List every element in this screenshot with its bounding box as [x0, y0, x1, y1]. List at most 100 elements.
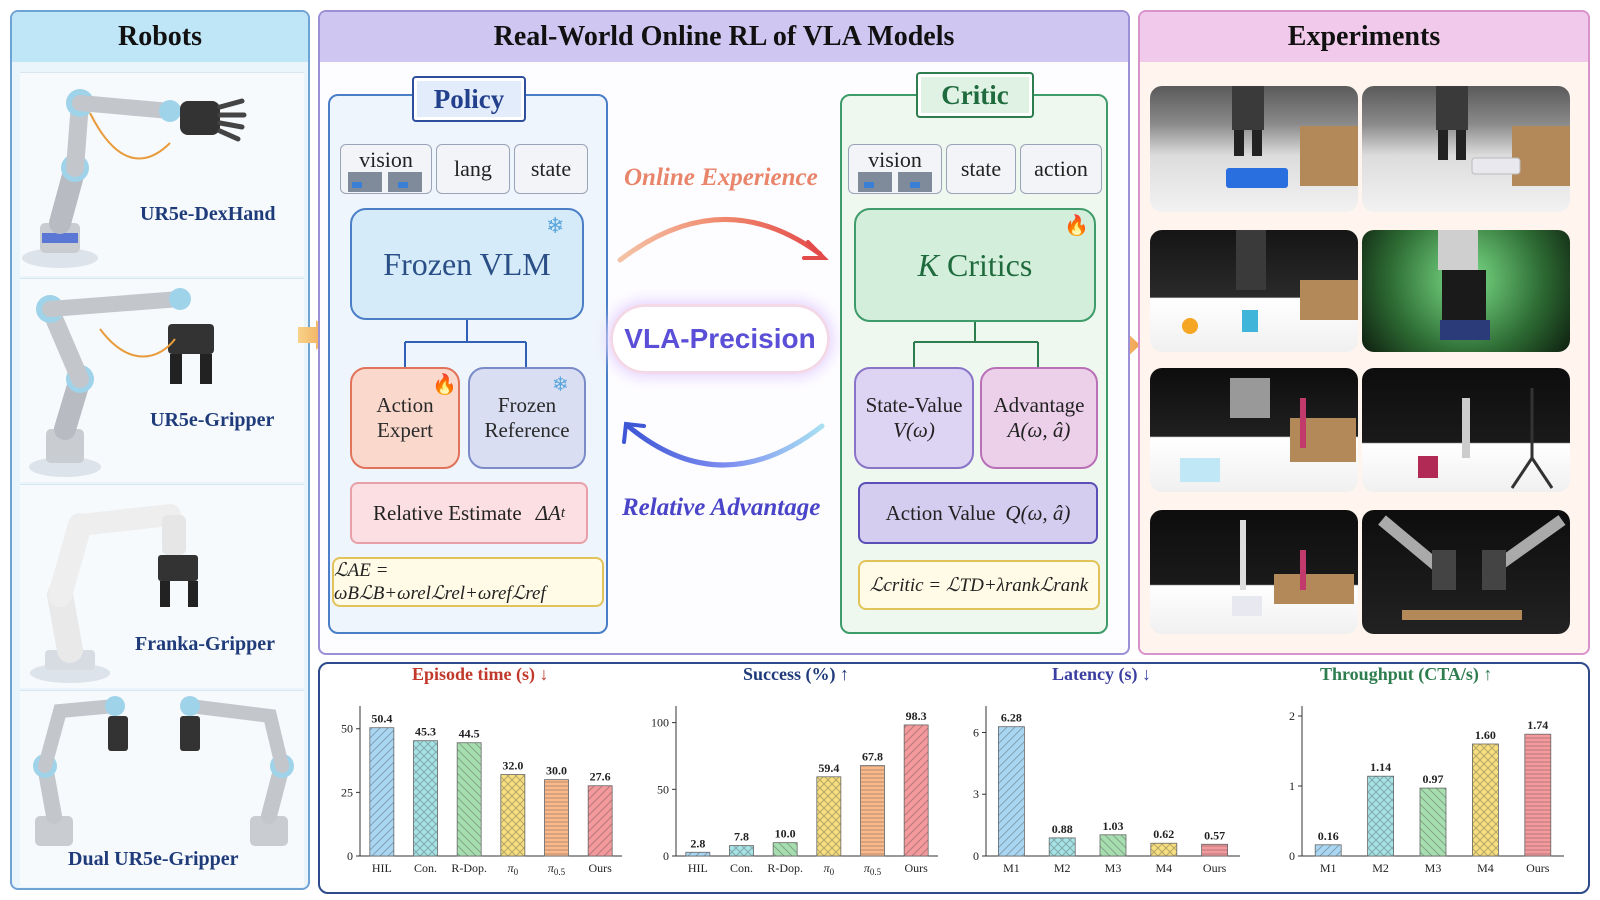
bar-value-label: 7.8 — [734, 830, 749, 844]
x-tick-label: M3 — [1425, 861, 1442, 875]
online-experience-label: Online Experience — [624, 164, 818, 191]
robot-card-dual-ur5e-gripper: Dual UR5e-Gripper — [20, 690, 304, 887]
bar-value-label: 45.3 — [415, 725, 436, 739]
critic-input-action: action — [1020, 144, 1102, 194]
x-tick-label: Ours — [1203, 861, 1227, 875]
y-tick-label: 0 — [347, 849, 353, 863]
policy-branch-lines — [404, 320, 527, 370]
y-tick-label: 6 — [973, 725, 979, 739]
bar — [413, 740, 438, 857]
episode-time-chart: 0255050.4HIL45.3Con.44.5R-Dop.32.0π030.0… — [341, 706, 622, 877]
action-value-box: Action Value Q(ω, â) — [858, 482, 1098, 544]
experiment-photo-1 — [1150, 86, 1358, 212]
robot-card-ur5e-dexhand: UR5e-DexHand — [20, 72, 304, 276]
x-tick-label: Ours — [904, 861, 928, 875]
robot-label-ur5e-gripper: UR5e-Gripper — [150, 409, 275, 431]
bar-value-label: 27.6 — [590, 770, 611, 784]
frozen-vlm-label: Frozen VLM — [383, 245, 551, 282]
fire-icon-critic: 🔥 — [1064, 215, 1089, 237]
x-tick-label: π0 — [824, 861, 835, 877]
experiment-photo-3 — [1150, 230, 1358, 352]
frozen-reference-module: Frozen Reference — [468, 367, 586, 469]
robot-label-ur5e-dexhand: UR5e-DexHand — [140, 203, 276, 225]
snowflake-icon: ❄ — [546, 213, 565, 238]
policy-input-state: state — [514, 144, 588, 194]
bar — [1367, 775, 1394, 857]
experiment-scene-3 — [1182, 230, 1358, 334]
x-tick-label: HIL — [688, 861, 708, 875]
bar — [544, 779, 569, 857]
bar-value-label: 1.74 — [1527, 718, 1548, 732]
bar — [456, 742, 482, 857]
robot-card-franka-gripper: Franka-Gripper — [20, 484, 304, 688]
rl-panel-title: Real-World Online RL of VLA Models — [320, 12, 1128, 62]
bar — [1524, 733, 1552, 857]
bar — [1471, 743, 1499, 857]
critic-vision-thumbnails-icon — [858, 172, 932, 192]
x-tick-label: R-Dop. — [451, 861, 487, 875]
chart-title-throughput: Throughput (CTA/s) ↑ — [1320, 664, 1493, 684]
action-expert-line1: Action — [376, 393, 434, 417]
y-tick-label: 100 — [651, 716, 669, 730]
experiment-scene-5 — [1180, 378, 1356, 482]
bar-value-label: 1.60 — [1475, 728, 1496, 742]
k-critics-module: K Critics — [854, 208, 1096, 322]
bar — [1099, 834, 1127, 857]
x-tick-label: π0.5 — [864, 861, 882, 877]
advantage-module: Advantage A(ω, â) — [980, 367, 1098, 469]
results-panel: Episode time (s) ↓ Success (%) ↑ Latency… — [318, 662, 1590, 894]
bar-value-label: 50.4 — [371, 712, 392, 726]
y-tick-label: 25 — [341, 785, 353, 799]
bar-value-label: 0.57 — [1204, 828, 1225, 842]
bar-value-label: 67.8 — [862, 750, 883, 764]
fire-icon: 🔥 — [432, 374, 457, 396]
bar-value-label: 2.8 — [690, 836, 705, 850]
bar-value-label: 1.14 — [1370, 760, 1391, 774]
robots-panel: Robots UR5e-DexHand — [10, 10, 310, 890]
bar-value-label: 59.4 — [818, 761, 839, 775]
rl-panel: Real-World Online RL of VLA Models Polic… — [318, 10, 1130, 655]
policy-input-lang: lang — [436, 144, 510, 194]
bar-value-label: 98.3 — [906, 709, 927, 723]
x-tick-label: π0 — [508, 861, 519, 877]
relative-advantage-arrow-icon — [622, 421, 825, 468]
bar — [1201, 843, 1229, 857]
bar-value-label: 0.97 — [1423, 772, 1444, 786]
experiment-photo-8 — [1362, 510, 1570, 634]
snowflake-icon-reference: ❄ — [552, 374, 569, 396]
bar-value-label: 32.0 — [502, 759, 523, 773]
advantage-line2: A(ω, â) — [1007, 418, 1071, 442]
chart-title-success: Success (%) ↑ — [743, 664, 849, 684]
bar — [772, 842, 798, 857]
bar-value-label: 0.88 — [1052, 822, 1073, 836]
critic-title: Critic — [916, 72, 1034, 118]
x-tick-label: M2 — [1054, 861, 1071, 875]
bar-value-label: 0.62 — [1153, 827, 1174, 841]
chart-title-latency: Latency (s) ↓ — [1052, 664, 1151, 684]
experiment-photo-2 — [1362, 86, 1570, 212]
policy-loss-formula: ℒAE = ωBℒB+ωrelℒrel+ωrefℒref — [332, 557, 604, 607]
experiment-photo-4 — [1362, 230, 1570, 352]
vla-precision-logo-text: VLA-Precision — [624, 323, 816, 354]
y-tick-label: 1 — [1289, 779, 1295, 793]
bar — [685, 851, 711, 857]
experiment-scene-2 — [1436, 86, 1570, 186]
y-tick-label: 0 — [1289, 849, 1295, 863]
x-tick-label: M1 — [1320, 861, 1337, 875]
y-tick-label: 3 — [973, 787, 979, 801]
x-tick-label: Con. — [730, 861, 753, 875]
y-tick-label: 50 — [657, 782, 669, 796]
robots-title: Robots — [12, 12, 308, 62]
bar-value-label: 10.0 — [775, 827, 796, 841]
experiment-scene-4 — [1438, 230, 1490, 340]
policy-title: Policy — [412, 76, 526, 122]
robot-label-dual-ur5e-gripper: Dual UR5e-Gripper — [68, 848, 239, 870]
y-tick-label: 0 — [973, 849, 979, 863]
relative-estimate-subscript: t — [560, 504, 566, 521]
bar-value-label: 44.5 — [459, 727, 480, 741]
advantage-line1: Advantage — [993, 393, 1085, 417]
x-tick-label: M4 — [1155, 861, 1172, 875]
x-tick-label: M2 — [1372, 861, 1389, 875]
